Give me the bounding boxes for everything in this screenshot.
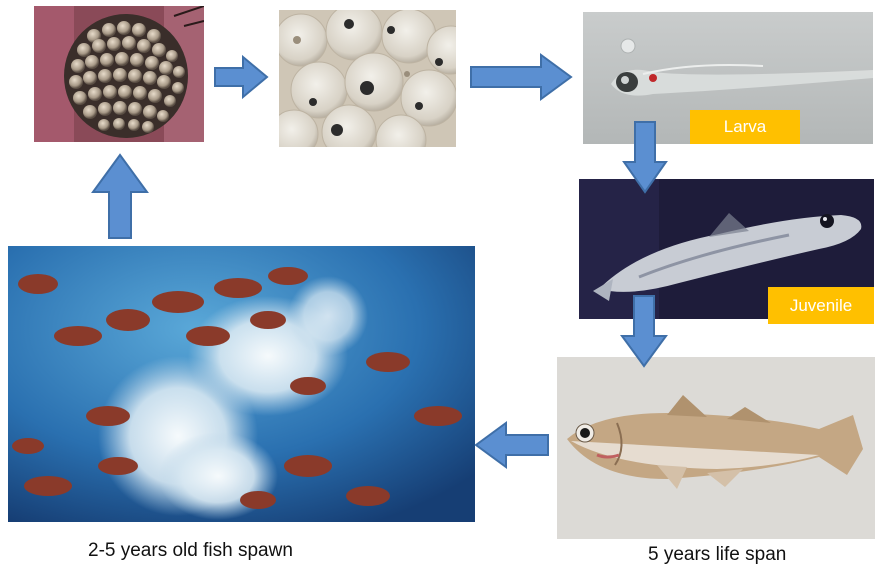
juvenile-label: Juvenile — [768, 287, 874, 324]
arrow-developing-to-larva — [469, 52, 573, 102]
adult-fish-photo — [557, 357, 875, 539]
arrow-adult-to-spawning — [474, 420, 550, 470]
larva-label: Larva — [690, 110, 800, 144]
arrow-spawning-to-eggs — [90, 152, 150, 240]
arrow-eggs-to-developing — [213, 54, 269, 100]
arrow-larva-to-juvenile — [622, 120, 668, 194]
spawn-caption: 2-5 years old fish spawn — [88, 540, 293, 562]
developing-eggs-photo — [279, 10, 456, 147]
spawning-school-photo — [8, 246, 475, 522]
life-span-caption: 5 years life span — [648, 544, 786, 566]
arrow-juvenile-to-adult — [620, 294, 668, 368]
egg-cluster-photo — [34, 6, 204, 142]
